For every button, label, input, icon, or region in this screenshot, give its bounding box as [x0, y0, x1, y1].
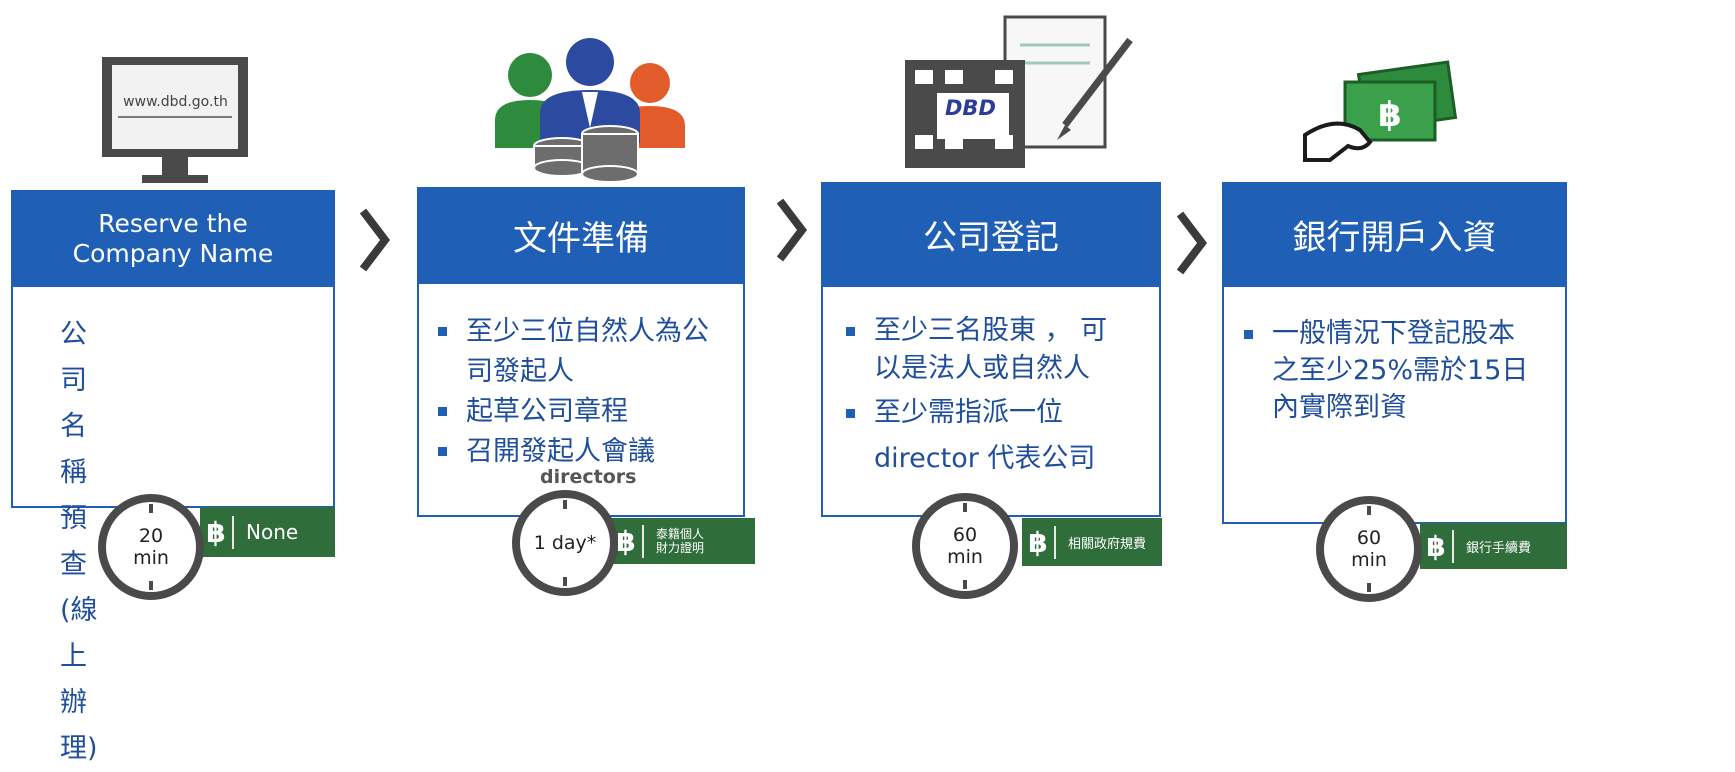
step3-time-value: 60 [952, 524, 978, 546]
step3-bullet-2: 至少需指派一位 [840, 394, 1115, 432]
step2-fee-badge: ฿ 泰籍個人 財力證明 [610, 518, 755, 564]
svg-text:฿: ฿ [1378, 95, 1402, 135]
baht-icon: ฿ [1420, 529, 1454, 563]
chevron-right-icon [776, 198, 808, 262]
step1-header: Reserve the Company Name [11, 190, 335, 287]
step1-fee-text: None [246, 520, 299, 544]
step1-time-value: 20 [138, 525, 164, 547]
step2-bullet-1: 至少三位自然人為公司發起人 [432, 312, 732, 392]
step1-fee-badge: ฿ None [200, 507, 335, 557]
chevron-right-icon [359, 208, 391, 272]
step2-time-value: 1 day* [533, 532, 597, 554]
baht-icon: ฿ [1022, 525, 1056, 559]
step3-fee-text: 相關政府規費 [1068, 536, 1147, 552]
step2-bullet-2: 起草公司章程 [432, 392, 732, 432]
hand-money-icon: ฿ [1303, 60, 1458, 162]
shareholders-coins-icon [495, 38, 685, 183]
baht-icon: ฿ [610, 524, 644, 558]
step1-body: 公司名稱預查 (線上辦理) [60, 312, 98, 772]
dbd-logo: DBD [945, 96, 996, 120]
step4-time-value: 60 [1356, 527, 1382, 549]
step4-bullet-1: 一般情況下登記股本之至少25%需於15日內實際到資 [1238, 315, 1538, 426]
baht-icon: ฿ [200, 515, 234, 549]
step3-bullet-1: 至少三名股東 ， 可以是法人或自然人 [840, 312, 1115, 388]
step4-fee-text: 銀行手續費 [1466, 540, 1532, 556]
step4-body: 一般情況下登記股本之至少25%需於15日內實際到資 [1238, 315, 1538, 426]
step1-title-line2: Company Name [72, 238, 274, 268]
step3-header: 公司登記 [821, 182, 1161, 287]
step4-fee-badge: ฿ 銀行手續費 [1420, 523, 1567, 569]
step3-timer-clock: 60 min [912, 493, 1018, 599]
step1-title-line1: Reserve the [98, 208, 248, 238]
step2-bullet-3: 召開發起人會議 [432, 432, 732, 472]
step2-faded-text: directors [540, 466, 637, 488]
building-document-icon [905, 15, 1133, 168]
step3-title: 公司登記 [923, 218, 1059, 258]
step3-body: 至少三名股東 ， 可以是法人或自然人 至少需指派一位 director 代表公司 [840, 312, 1115, 478]
step1-text-line2: (線上辦理) [60, 595, 98, 764]
chevron-right-icon [1176, 211, 1208, 275]
website-url: www.dbd.go.th [123, 94, 228, 110]
step1-timer-clock: 20 min [98, 494, 204, 600]
step2-header: 文件準備 [417, 187, 745, 284]
step2-body: 至少三位自然人為公司發起人 起草公司章程 召開發起人會議 [432, 312, 732, 472]
step1-time-unit: min [133, 547, 169, 569]
step2-fee-line2: 財力證明 [656, 541, 705, 555]
step4-header: 銀行開戶入資 [1222, 182, 1567, 287]
step3-time-unit: min [947, 546, 983, 568]
step3-extra-line: director 代表公司 [874, 443, 1096, 474]
computer-monitor-icon [102, 57, 248, 183]
step4-timer-clock: 60 min [1316, 496, 1422, 602]
step1-text-line1: 公司名稱預查 [60, 319, 87, 580]
step2-timer-clock: 1 day* [512, 490, 618, 596]
step2-fee-line1: 泰籍個人 [656, 527, 705, 541]
step4-time-unit: min [1351, 549, 1387, 571]
step2-title: 文件準備 [513, 219, 649, 259]
step3-fee-badge: ฿ 相關政府規費 [1022, 518, 1162, 566]
step4-title: 銀行開戶入資 [1292, 218, 1497, 258]
